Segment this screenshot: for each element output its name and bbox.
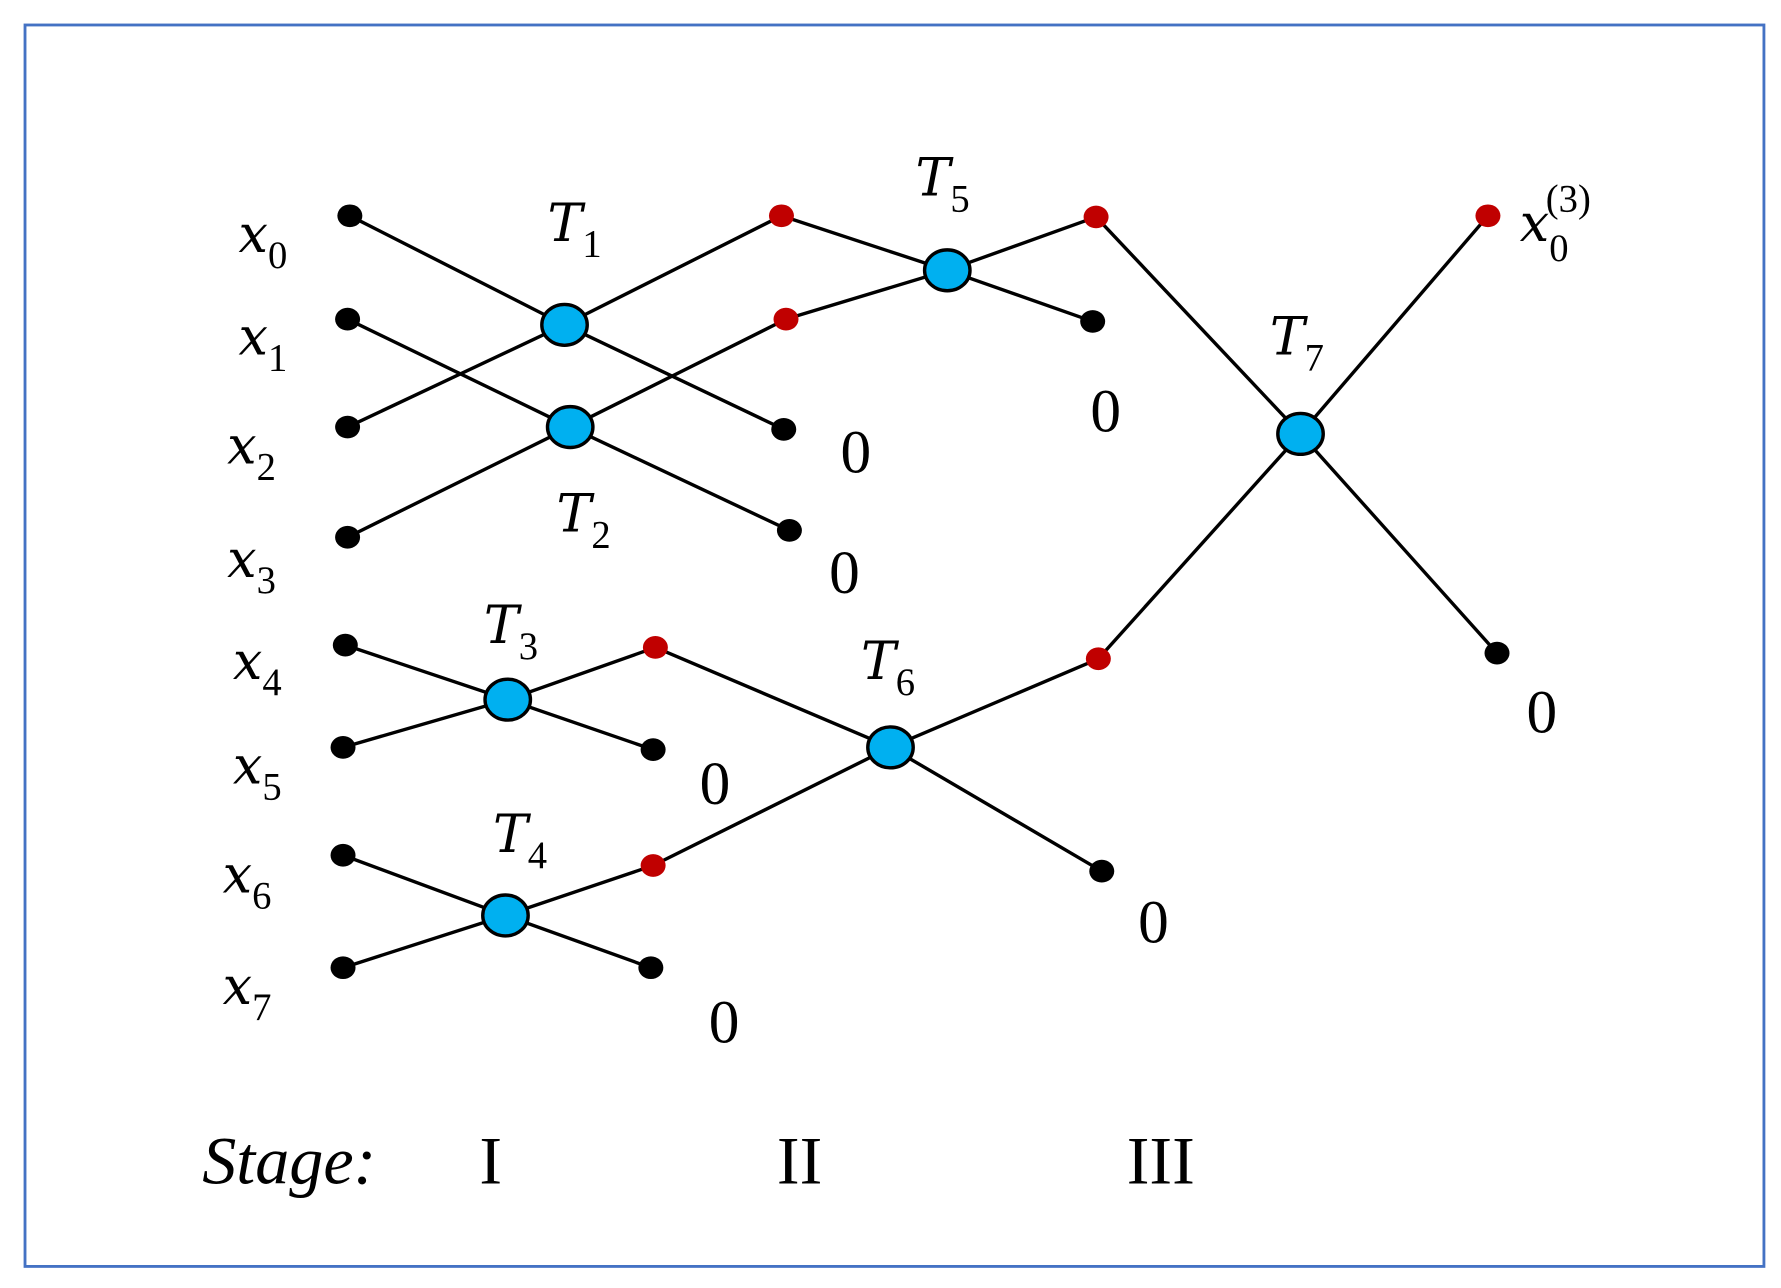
dot-i3 xyxy=(335,525,361,549)
input-label-x0: x0 xyxy=(239,205,288,277)
butterfly-node-T4 xyxy=(481,893,530,938)
dot-i6 xyxy=(330,843,356,867)
zero-label: 0 xyxy=(1090,378,1121,446)
label-T5: T5 xyxy=(915,148,969,220)
input-label-x7: x7 xyxy=(223,957,272,1029)
dot-b5 xyxy=(1080,310,1106,333)
input-label-x5: x5 xyxy=(233,737,282,809)
butterfly-node-T3 xyxy=(483,677,533,722)
stage-III: III xyxy=(1127,1123,1195,1199)
butterfly-node-T7 xyxy=(1276,411,1325,457)
dot-i1 xyxy=(335,307,361,331)
edge-i6-T4 xyxy=(342,853,507,918)
input-label-x4: x4 xyxy=(233,632,282,704)
edge-T6-b6 xyxy=(889,745,1103,873)
dot-b4 xyxy=(638,956,664,980)
zero-label: 0 xyxy=(709,989,740,1057)
input-labels: x0 x1 x2 x3 x4 x5 x6 x7 xyxy=(223,205,288,1029)
butterfly-labels: T1 T2 T3 T4 T5 T6 T7 xyxy=(484,148,1324,876)
edge-T3-b3 xyxy=(507,698,654,752)
butterfly-node-T6 xyxy=(866,725,915,770)
edge-i2-T1 xyxy=(346,323,566,429)
intermediate-dot-r6 xyxy=(1085,647,1111,671)
butterfly-node-T2 xyxy=(545,404,595,450)
output-label-x0-3: x0(3) xyxy=(1520,178,1591,270)
dot-i5 xyxy=(330,736,356,759)
edge-T4-r4 xyxy=(504,863,654,918)
edge-i1-T2 xyxy=(346,317,571,429)
zero-label: 0 xyxy=(1527,679,1558,747)
input-label-x3: x3 xyxy=(227,530,276,602)
dot-i0 xyxy=(337,204,363,228)
input-label-x6: x6 xyxy=(223,846,272,918)
edge-T5-b5 xyxy=(946,268,1094,324)
label-T6: T6 xyxy=(861,632,915,704)
edge-T1-b1 xyxy=(563,323,785,431)
input-label-x1: x1 xyxy=(239,307,288,379)
label-T1: T1 xyxy=(547,194,601,266)
dot-b1 xyxy=(771,417,797,441)
intermediate-dot-r2 xyxy=(773,307,799,331)
edge-T4-b4 xyxy=(504,913,652,970)
edge-i5-T3 xyxy=(342,698,509,749)
edge-T3-r3 xyxy=(507,645,656,702)
edge-T1-r1 xyxy=(563,214,783,327)
butterfly-node-T5 xyxy=(922,248,972,293)
intermediate-dot-r1 xyxy=(768,204,794,228)
edge-i4-T3 xyxy=(344,643,509,702)
dot-i7 xyxy=(330,956,356,980)
edge-T2-b2 xyxy=(569,425,791,532)
edge-T7-b7 xyxy=(1299,432,1499,655)
butterfly-node-T1 xyxy=(540,302,589,347)
edge-r5-T7 xyxy=(1094,215,1302,436)
edge-i7-T4 xyxy=(342,913,506,970)
stage-label: Stage: xyxy=(202,1123,376,1199)
label-T2: T2 xyxy=(557,485,611,557)
dot-b7 xyxy=(1484,641,1510,665)
intermediate-dot-r5 xyxy=(1083,205,1109,229)
dot-b3 xyxy=(640,738,666,761)
dot-i4 xyxy=(332,633,358,657)
zero-label: 0 xyxy=(700,750,731,818)
edge-r2-T5 xyxy=(785,268,948,321)
edge-T5-r5 xyxy=(946,215,1097,272)
edge-r6-T7 xyxy=(1097,432,1302,660)
label-T3: T3 xyxy=(484,596,538,668)
dot-i2 xyxy=(335,415,361,439)
edge-r1-T5 xyxy=(780,214,948,272)
stage-row: Stage: I II III xyxy=(202,1123,1195,1199)
zero-labels: 0 0 0 0 0 0 0 xyxy=(700,378,1558,1057)
label-T4: T4 xyxy=(493,805,547,877)
intermediate-dot-r3 xyxy=(642,636,668,659)
dot-b2 xyxy=(776,519,802,542)
input-label-x2: x2 xyxy=(227,416,276,488)
frame-border xyxy=(23,23,1766,1268)
edge-T7-r7 xyxy=(1299,214,1490,435)
edge-i3-T2 xyxy=(346,425,571,539)
edge-r3-T6 xyxy=(654,645,892,749)
edge-T6-r6 xyxy=(889,657,1100,749)
dot-b6 xyxy=(1089,859,1115,883)
stage-II: II xyxy=(777,1123,822,1199)
edge-r4-T6 xyxy=(652,745,892,868)
intermediate-dot-r7 xyxy=(1475,204,1501,228)
label-T7: T7 xyxy=(1270,307,1324,379)
stage-I: I xyxy=(479,1123,502,1199)
intermediate-dot-r4 xyxy=(640,854,666,877)
zero-label: 0 xyxy=(1138,889,1169,957)
edge-i0-T1 xyxy=(349,214,566,327)
edge-T2-r2 xyxy=(569,317,787,429)
zero-label: 0 xyxy=(841,418,872,486)
zero-label: 0 xyxy=(829,539,860,607)
